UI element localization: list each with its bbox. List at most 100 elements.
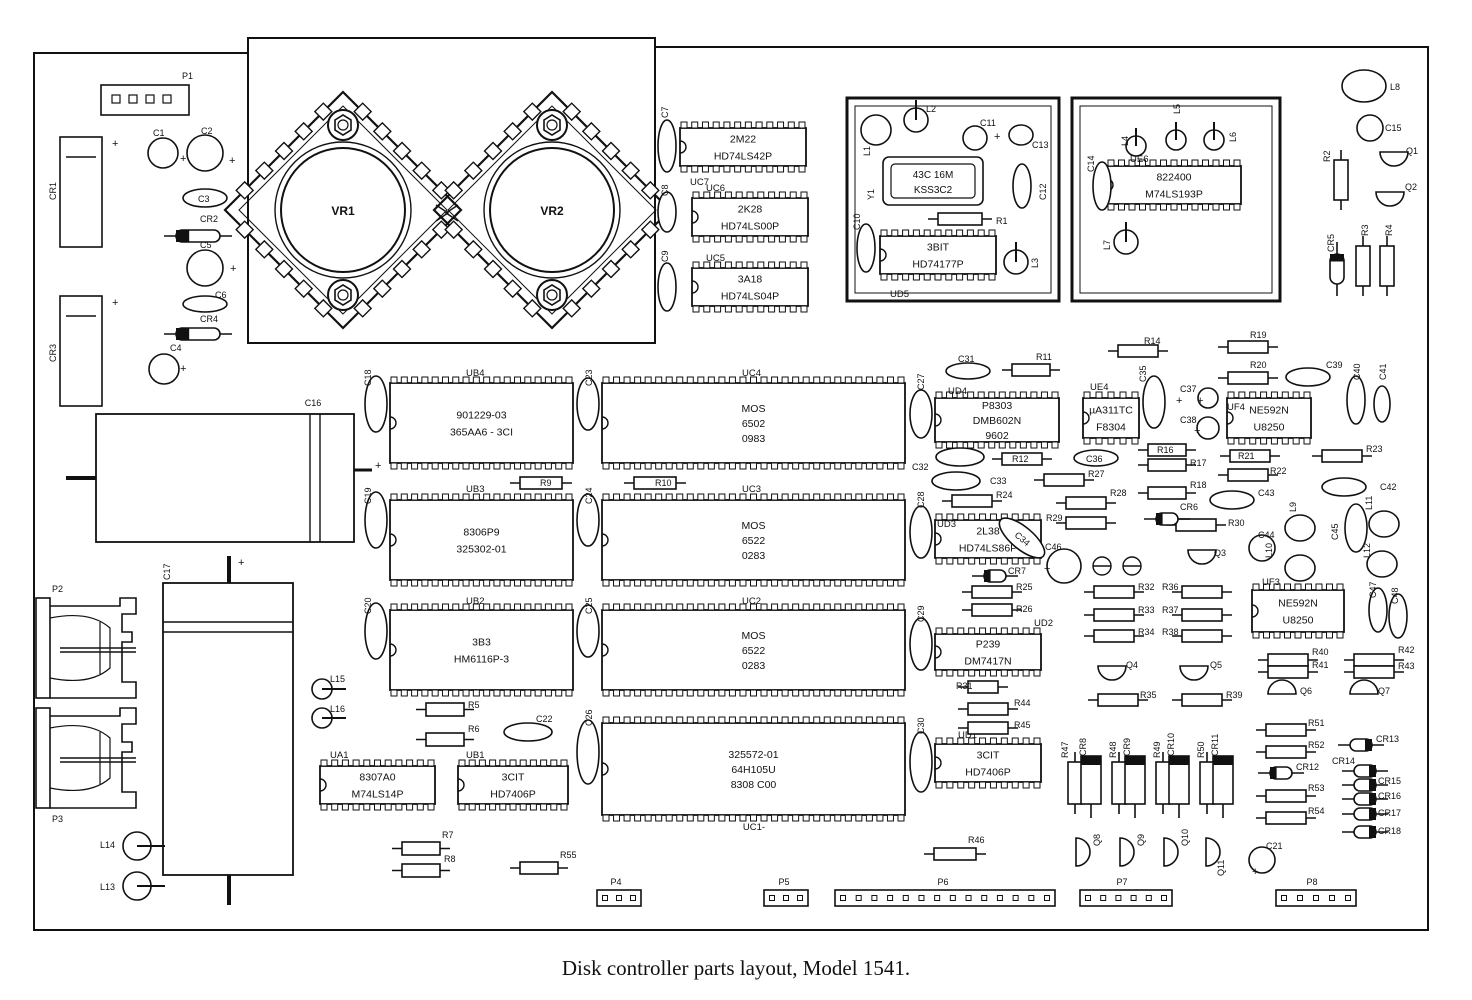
capacitor-ref-label: C27 bbox=[916, 373, 926, 390]
chip-marking: DM7417N bbox=[964, 656, 1011, 668]
connector-ref-label: P7 bbox=[1116, 877, 1127, 887]
capacitor-c47: C47 bbox=[1368, 581, 1388, 633]
resistor-r38: R38 bbox=[1162, 627, 1232, 643]
capacitor-ref-label: C20 bbox=[363, 597, 373, 614]
capacitor-ref-label: C46 bbox=[1045, 542, 1062, 552]
transistor-q6: Q6 bbox=[1267, 679, 1312, 696]
resistor-ref-label: R16 bbox=[1157, 445, 1174, 455]
diode-cr6: CR6 bbox=[1144, 502, 1198, 526]
diode-cr2: CR2 bbox=[164, 214, 232, 243]
resistor-ref-label: R11 bbox=[1036, 352, 1052, 362]
diode-cr11: CR11 bbox=[1210, 734, 1234, 818]
capacitor-ref-label: C47 bbox=[1368, 581, 1378, 598]
resistor-r29: R29 bbox=[1046, 513, 1116, 530]
resistor-r40: R40 bbox=[1258, 647, 1329, 667]
inductor-ref-label: L5 bbox=[1172, 104, 1182, 114]
inductor-l3: L3 bbox=[1003, 242, 1040, 275]
capacitor-ref-label: C42 bbox=[1380, 482, 1397, 492]
diode-ref-label: CR16 bbox=[1378, 791, 1401, 801]
capacitor-ref-label: C32 bbox=[912, 462, 929, 472]
resistor-r26: R26 bbox=[962, 603, 1033, 617]
capacitor-c19: C19 bbox=[363, 487, 388, 549]
resistor-r31: R31 bbox=[956, 680, 1008, 694]
resistor-ref-label: R51 bbox=[1308, 718, 1325, 728]
resistor-ref-label: R50 bbox=[1196, 741, 1206, 758]
chip-ref-label: UC3 bbox=[742, 484, 761, 495]
chip-marking: NE592N bbox=[1278, 598, 1318, 610]
vr2-regulator: VR2 bbox=[432, 90, 672, 330]
chip-ref-label: UD4 bbox=[948, 386, 967, 397]
inductor-ref-label: L15 bbox=[330, 674, 345, 684]
inductor-ref-label: L4 bbox=[1120, 136, 1130, 146]
resistor-r9: R9 bbox=[510, 476, 572, 490]
resistor-r4: R4 bbox=[1379, 224, 1395, 296]
chip-marking: 6522 bbox=[742, 535, 766, 547]
resistor-ref-label: R52 bbox=[1308, 740, 1325, 750]
chip-marking: HD7406P bbox=[490, 789, 536, 801]
plus-sign: + bbox=[375, 460, 381, 472]
diode-cr7: CR7 bbox=[972, 566, 1026, 583]
chip-marking: HD74LS04P bbox=[721, 291, 779, 303]
chip-ref-label: UB3 bbox=[466, 484, 484, 495]
transistor-ref-label: Q6 bbox=[1300, 686, 1312, 696]
capacitor-ref-label: C12 bbox=[1038, 183, 1048, 200]
resistor-ref-label: R45 bbox=[1014, 720, 1031, 730]
transistor-ref-label: Q9 bbox=[1136, 834, 1146, 846]
resistor-r37: R37 bbox=[1162, 605, 1232, 622]
chip-marking: MOS bbox=[742, 520, 766, 532]
capacitor-c40: C40 bbox=[1346, 363, 1366, 425]
chip-ref-label: UB1 bbox=[466, 750, 484, 761]
connector-p4: P4 bbox=[596, 877, 642, 907]
resistor-ref-label: R37 bbox=[1162, 605, 1179, 615]
resistor-ref-label: R20 bbox=[1250, 360, 1267, 370]
diode-cr12: CR12 bbox=[1258, 762, 1319, 780]
plus-sign: + bbox=[1194, 425, 1200, 437]
chip-ref-label: UC2 bbox=[742, 596, 761, 607]
resistor-ref-label: R33 bbox=[1138, 605, 1155, 615]
capacitor-c35: C35 bbox=[1138, 365, 1166, 429]
resistor-ref-label: R30 bbox=[1228, 518, 1245, 528]
chip-ref-label: UB2 bbox=[466, 596, 484, 607]
resistor-r27: R27 bbox=[1034, 469, 1105, 487]
resistor-r25: R25 bbox=[962, 582, 1033, 599]
chip-marking: 0283 bbox=[742, 660, 766, 672]
capacitor-c15: C15 bbox=[1356, 114, 1402, 142]
inductor-l9: L9 bbox=[1284, 502, 1316, 542]
chip-marking: 9602 bbox=[985, 430, 1009, 442]
capacitor-c46: C46+ bbox=[1044, 542, 1082, 584]
inductor-l8: L8 bbox=[1341, 69, 1400, 103]
resistor-ref-label: R23 bbox=[1366, 444, 1383, 454]
chip-marking: HD74LS86P bbox=[959, 543, 1017, 555]
resistor-ref-label: R42 bbox=[1398, 645, 1415, 655]
capacitor-ref-label: C24 bbox=[584, 487, 594, 504]
transistor-ref-label: Q10 bbox=[1180, 829, 1190, 846]
resistor-r19: R19 bbox=[1218, 330, 1278, 354]
diode-ref-label: CR3 bbox=[48, 344, 58, 362]
plus-sign: + bbox=[994, 131, 1000, 143]
resistor-r5: R5 bbox=[416, 700, 480, 717]
capacitor-c10: C10 bbox=[852, 213, 876, 273]
inductor-l15: L15 bbox=[311, 674, 346, 700]
chip-marking: 0283 bbox=[742, 550, 766, 562]
chip-marking: HD74177P bbox=[912, 259, 963, 271]
chip-marking: 3BIT bbox=[927, 242, 950, 254]
resistor-r51: R51 bbox=[1256, 718, 1325, 737]
transistor-q7: Q7 bbox=[1349, 679, 1390, 696]
inductor-ref-label: L12 bbox=[1362, 543, 1372, 558]
capacitor-ref-label: C22 bbox=[536, 714, 553, 724]
diode-ref-label: CR8 bbox=[1078, 738, 1088, 756]
chip-marking: 3A18 bbox=[738, 274, 763, 286]
capacitor-ref-label: C43 bbox=[1258, 488, 1275, 498]
chip-ref-label: UE4 bbox=[1090, 382, 1108, 393]
resistor-ref-label: R2 bbox=[1322, 150, 1332, 162]
chip-ref-label: UC7 bbox=[690, 177, 709, 188]
diode-ref-label: CR2 bbox=[200, 214, 218, 224]
capacitor-ref-label: C39 bbox=[1326, 360, 1343, 370]
chip-marking: 3CIT bbox=[977, 750, 1000, 762]
